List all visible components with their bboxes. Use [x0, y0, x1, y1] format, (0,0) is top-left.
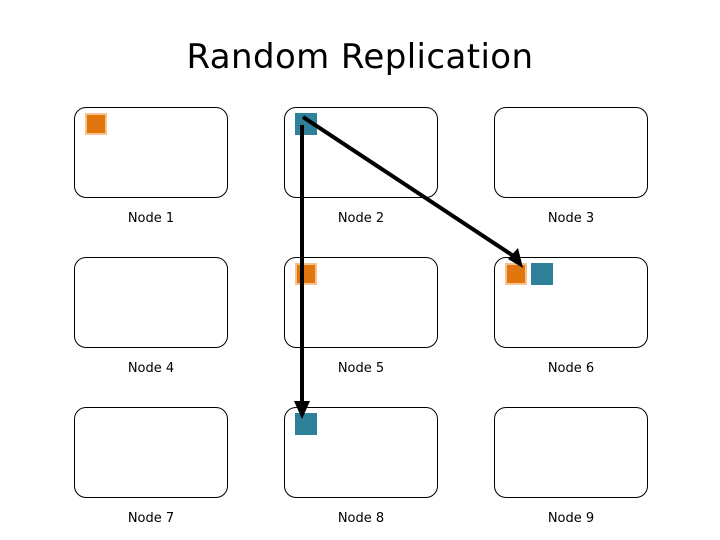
node-box-9[interactable]	[494, 407, 648, 498]
node-label-9: Node 9	[547, 511, 595, 526]
data-chunk-orange	[295, 263, 317, 285]
page-title: Random Replication	[186, 37, 534, 77]
node-label-8: Node 8	[337, 511, 385, 526]
node-label-6: Node 6	[547, 361, 595, 376]
node-label-3: Node 3	[547, 211, 595, 226]
data-chunk-teal	[295, 113, 317, 135]
node-label-2: Node 2	[337, 211, 385, 226]
node-box-3[interactable]	[494, 107, 648, 198]
data-chunk-teal	[531, 263, 553, 285]
node-box-4[interactable]	[74, 257, 228, 348]
node-box-7[interactable]	[74, 407, 228, 498]
data-chunk-orange	[85, 113, 107, 135]
node-label-4: Node 4	[127, 361, 175, 376]
node-label-5: Node 5	[337, 361, 385, 376]
node-label-1: Node 1	[127, 211, 175, 226]
data-chunk-orange	[505, 263, 527, 285]
node-label-7: Node 7	[127, 511, 175, 526]
data-chunk-teal	[295, 413, 317, 435]
